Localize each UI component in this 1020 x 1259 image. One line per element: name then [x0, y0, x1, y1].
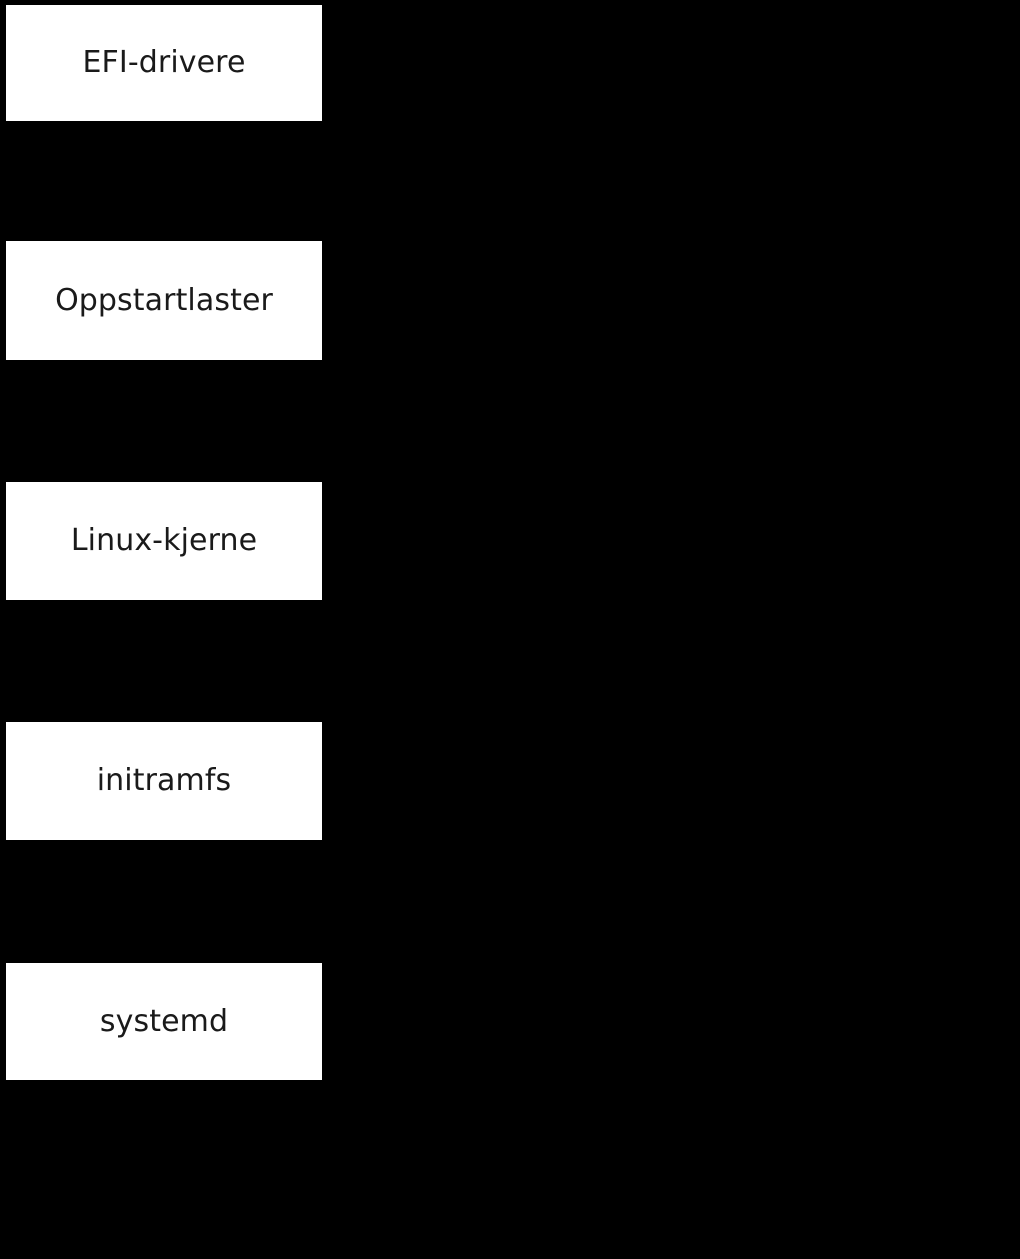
stage-box-linux-kernel[interactable]: Linux-kjerne: [6, 482, 322, 600]
stage-box-systemd[interactable]: systemd: [6, 963, 322, 1080]
stage-label-systemd: systemd: [99, 1003, 229, 1039]
stage-box-bootloader[interactable]: Oppstartlaster: [6, 241, 322, 360]
stage-label-initramfs: initramfs: [96, 763, 232, 798]
stage-label-linux-kernel: Linux-kjerne: [70, 523, 258, 558]
stage-box-efi-drivers[interactable]: EFI-drivere: [6, 5, 322, 121]
stage-box-initramfs[interactable]: initramfs: [6, 722, 322, 840]
stage-label-efi-drivers: EFI-drivere: [82, 45, 246, 80]
stage-label-bootloader: Oppstartlaster: [55, 282, 273, 318]
